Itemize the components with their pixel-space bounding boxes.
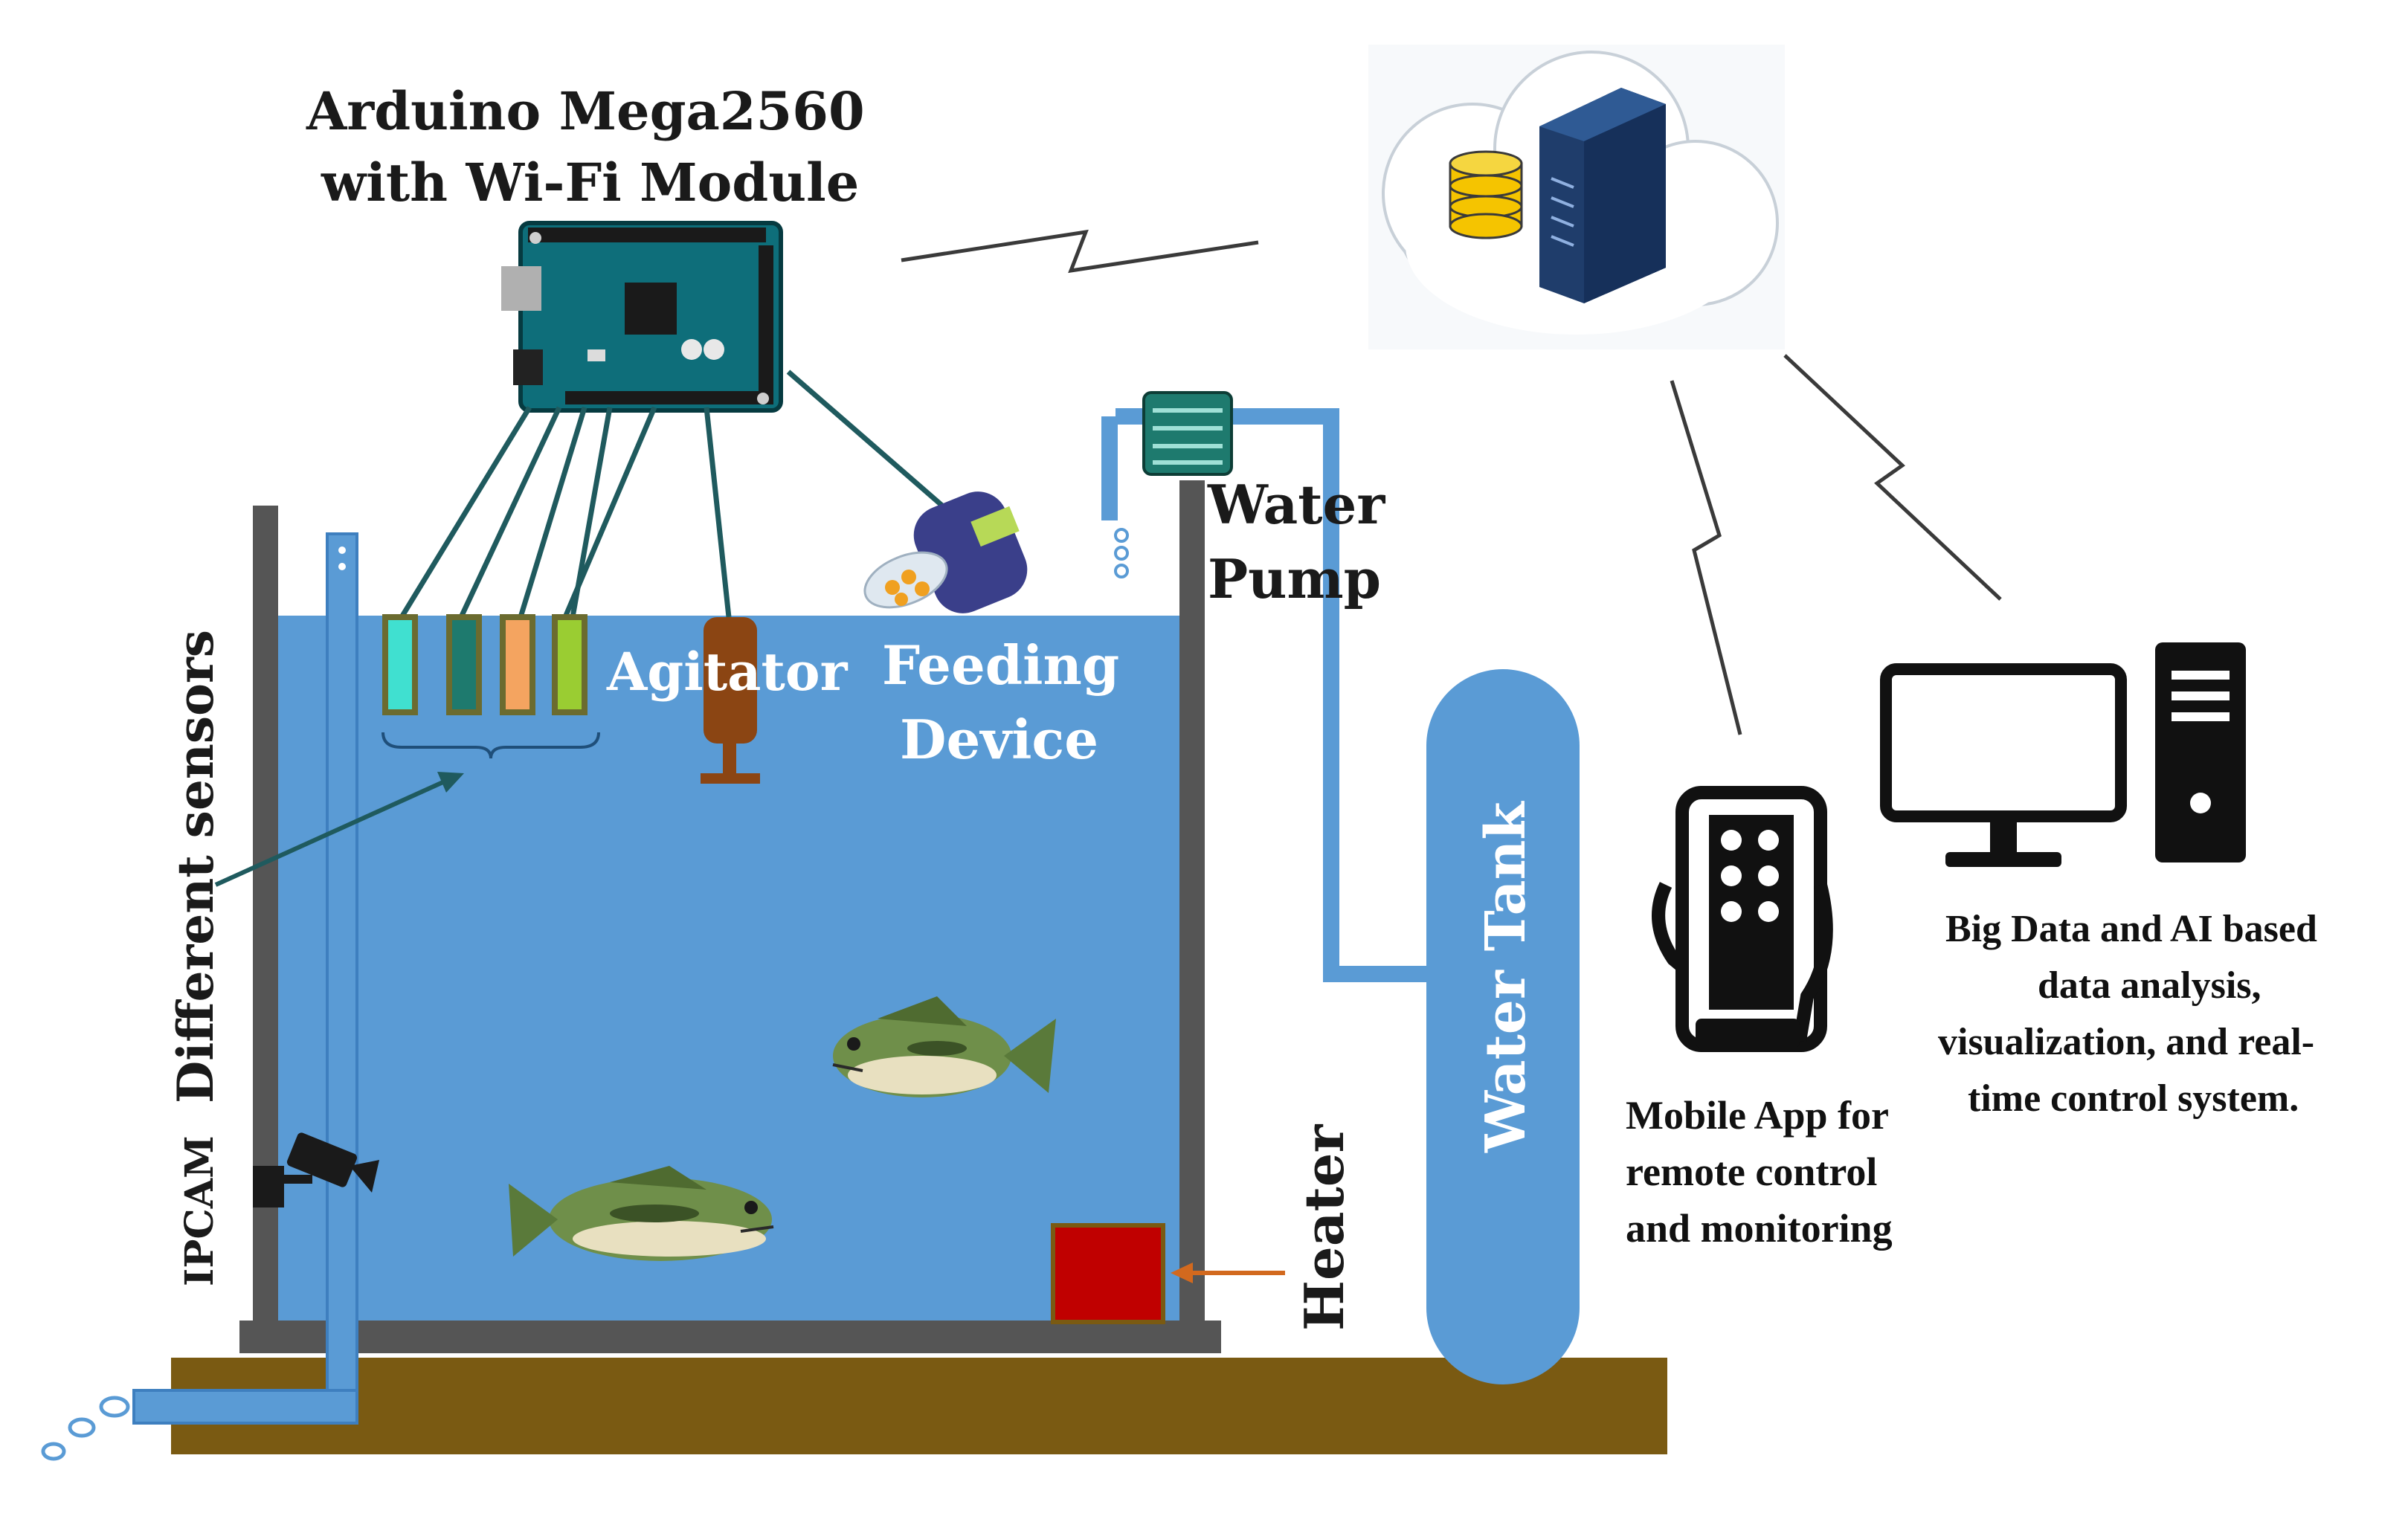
- sensor-4: [552, 614, 587, 715]
- server-icon: [1539, 88, 1666, 303]
- heater: [1051, 1223, 1165, 1324]
- ipcam-label: IPCAM: [177, 1135, 222, 1286]
- bigdata-label-line1: Big Data and AI based: [1945, 908, 2317, 950]
- mobile-app-label-line2: remote control: [1626, 1149, 1877, 1194]
- bass-fish-icon: [832, 996, 1056, 1097]
- arduino-label-line1: Arduino Mega2560: [306, 80, 865, 142]
- feeding-device-label-line2: Device: [900, 708, 1098, 771]
- mobile-app-label-line1: Mobile App for: [1626, 1093, 1889, 1138]
- feeding-device-label-line1: Feeding: [882, 633, 1119, 697]
- drain-pipe: [41, 532, 358, 1461]
- agitator: [701, 617, 760, 784]
- sensor-1: [382, 614, 418, 715]
- sensors-brace: [382, 732, 600, 759]
- water-tank-label: Water Tank: [1474, 801, 1538, 1153]
- mobile-app-label-line3: and monitoring: [1626, 1206, 1893, 1251]
- database-icon: [1449, 150, 1523, 239]
- sensor-arrow: [214, 772, 464, 887]
- feeding-device: [863, 491, 1028, 613]
- bigdata-label-line4: time control system.: [1968, 1077, 2299, 1120]
- desktop-computer-icon: [1880, 642, 2246, 867]
- sensor-2: [446, 614, 482, 715]
- sensors-group: [382, 614, 600, 759]
- tank-wall-right: [1179, 480, 1205, 1331]
- wireless-link-icon: [1783, 354, 2002, 601]
- different-sensors-label: Different sensors: [167, 630, 225, 1103]
- sensor-3: [500, 614, 535, 715]
- water-pump-label-line2: Pump: [1208, 547, 1381, 610]
- ground-base: [171, 1358, 1667, 1454]
- ip-camera-icon: [253, 1132, 379, 1207]
- mobile-hand-icon: [1652, 786, 1833, 1052]
- arduino-board: [501, 221, 783, 413]
- wireless-link-icon: [1670, 380, 1742, 735]
- heater-arrow: [1171, 1263, 1285, 1283]
- pump-pipe: [1101, 408, 1439, 982]
- water-pump-label-line1: Water: [1207, 473, 1385, 536]
- bigdata-label-line2: data analysis,: [2038, 964, 2261, 1007]
- wireless-link-icon: [901, 229, 1259, 274]
- water-pump: [1142, 391, 1233, 476]
- arduino-label-line2: with Wi-Fi Module: [321, 152, 859, 213]
- bass-fish-icon: [509, 1166, 774, 1261]
- agitator-label: Agitator: [606, 641, 849, 703]
- bigdata-label-line3: visualization, and real-: [1938, 1021, 2314, 1063]
- sensor-wires: [399, 370, 962, 619]
- tank-floor: [239, 1321, 1221, 1353]
- heater-label: Heater: [1292, 1123, 1356, 1331]
- water-tank: [1426, 669, 1580, 1384]
- pump-outlet-drops: [1114, 528, 1129, 578]
